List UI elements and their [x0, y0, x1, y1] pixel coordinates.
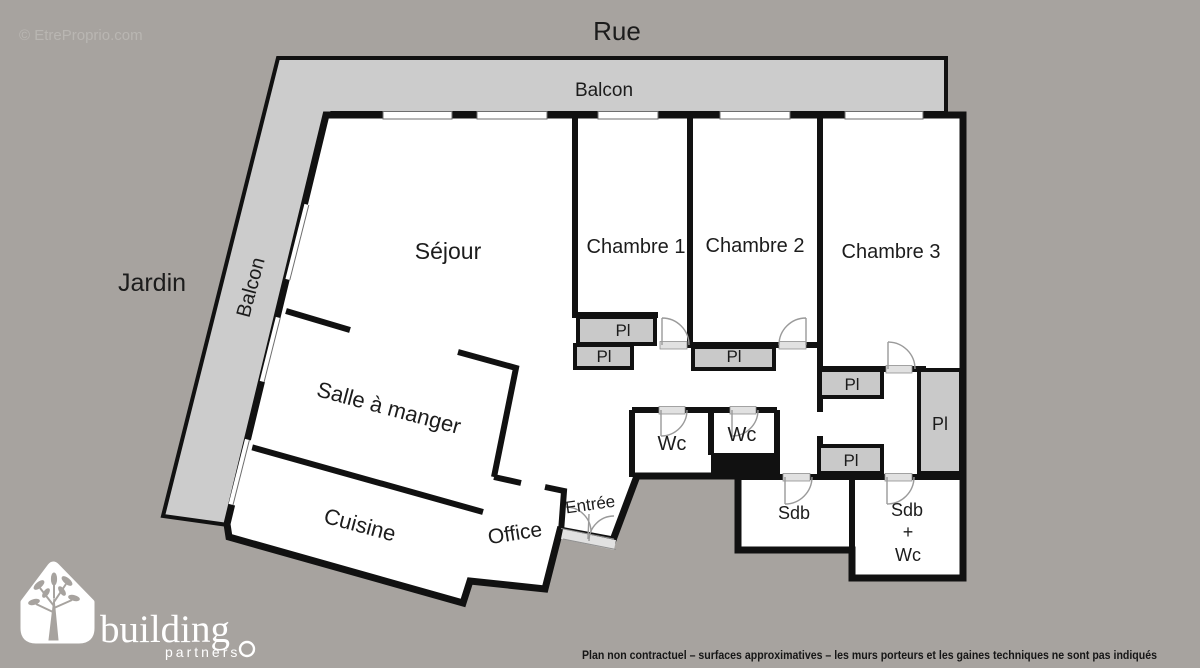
room-sdbwc-label-line2: +: [903, 522, 914, 542]
closet-label: Pl: [843, 451, 858, 470]
door-threshold: [885, 365, 913, 374]
closet-label: Pl: [932, 414, 948, 434]
closet-label: Pl: [844, 375, 859, 394]
duct-block: [711, 453, 774, 477]
door-arc: [660, 409, 688, 437]
room-wc2-label: Wc: [728, 424, 757, 446]
logo-sub-text: partners: [165, 644, 240, 660]
room-chambre2-label: Chambre 2: [706, 235, 805, 257]
room-sdb-label: Sdb: [778, 503, 810, 523]
room-sdbwc-label-line3: Wc: [895, 545, 921, 565]
entrance-door: [560, 506, 617, 550]
street-label: Rue: [593, 16, 641, 46]
door-threshold: [658, 406, 686, 415]
door-arc: [778, 317, 807, 346]
closet-box: [818, 368, 884, 399]
room-wc1-label: Wc: [658, 433, 687, 455]
room-chambre1-label: Chambre 1: [587, 236, 686, 258]
door-arc: [731, 409, 759, 437]
door-threshold: [884, 473, 913, 482]
disclaimer-text: Plan non contractuel – surfaces approxim…: [582, 648, 1157, 662]
logo-ring-icon: [238, 640, 256, 658]
door-threshold: [729, 406, 757, 415]
door-arc: [886, 476, 915, 505]
closet-label: Pl: [596, 347, 611, 366]
room-chambre3-label: Chambre 3: [842, 241, 941, 263]
closet-label: Pl: [726, 347, 741, 366]
closet-box: [917, 368, 963, 475]
agency-logo: building partners: [20, 561, 256, 660]
balcony-top-label: Balcon: [575, 80, 633, 101]
door-arc: [784, 476, 813, 505]
room-sejour-label: Séjour: [415, 238, 482, 264]
windows: [228, 111, 924, 507]
door-arc: [661, 317, 690, 346]
doors: [560, 317, 916, 550]
watermark-text: © EtreProprio.com: [19, 27, 143, 44]
closets: Pl Pl Pl Pl Pl Pl: [573, 315, 963, 475]
door-arc: [887, 341, 916, 370]
closet-box: [817, 444, 884, 475]
closet-box: [573, 343, 634, 370]
door-threshold: [778, 341, 807, 350]
room-sdbwc-label-line1: Sdb: [891, 500, 923, 520]
door-threshold: [659, 341, 688, 350]
closet-label: Pl: [615, 321, 630, 340]
logo-brand-text: building: [100, 608, 230, 651]
closet-box: [691, 345, 776, 371]
logo-tree-icon: [28, 572, 80, 641]
door-threshold: [782, 473, 811, 482]
garden-label: Jardin: [118, 269, 186, 297]
